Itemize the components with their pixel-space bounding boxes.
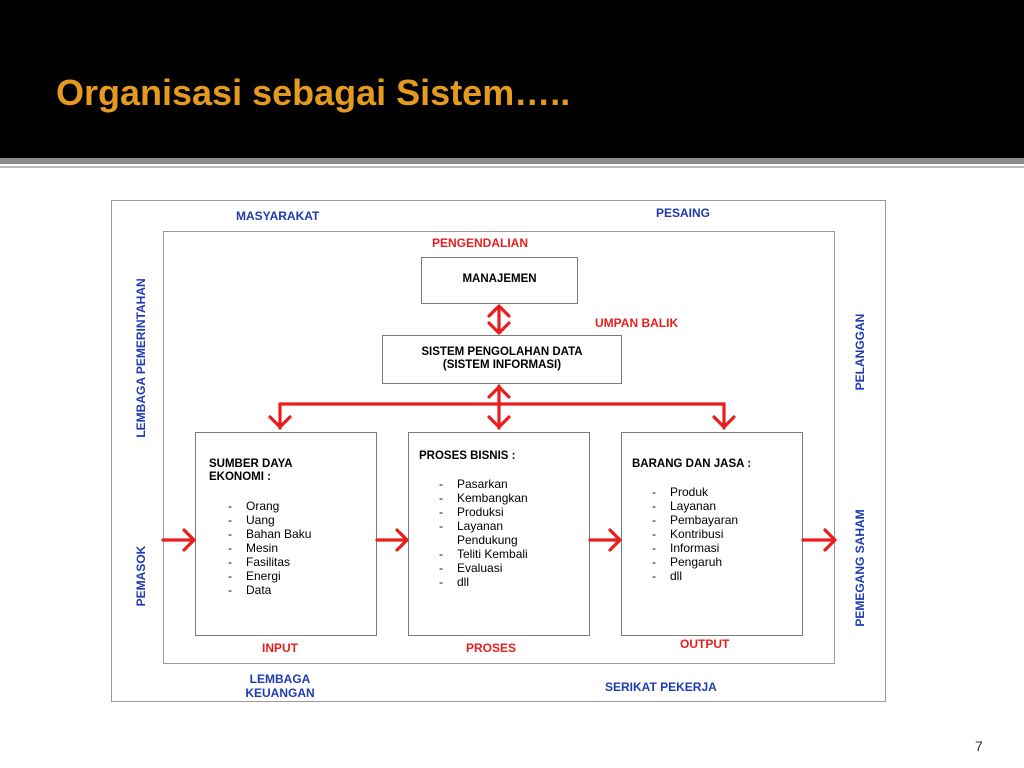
manajemen-box: MANAJEMEN (421, 257, 578, 304)
proses-bisnis-title: PROSES BISNIS : (419, 450, 516, 462)
list-item: -Uang (228, 513, 275, 527)
label-lembaga-keuangan: LEMBAGA KEUANGAN (245, 672, 315, 700)
sumber-daya-list: -Orang-Uang-Bahan Baku-Mesin-Fasilitas-E… (228, 499, 311, 597)
label-serikat-pekerja: SERIKAT PEKERJA (605, 680, 717, 694)
list-item: -Layanan (439, 519, 504, 533)
list-item: -Evaluasi (439, 561, 503, 575)
list-item: -Informasi (652, 541, 720, 555)
label-pengendalian: PENGENDALIAN (432, 236, 529, 250)
feedback-arrow-up-head (487, 304, 511, 318)
pemasok-to-input-head (182, 528, 196, 552)
list-item: -Fasilitas (228, 555, 291, 569)
info-to-output-head (712, 415, 736, 429)
list-item: -Bahan Baku (228, 527, 312, 541)
list-item: Pendukung (457, 533, 518, 547)
organization-frame (163, 231, 835, 664)
sistem-pengolahan-data-label: SISTEM PENGOLAHAN DATA (421, 346, 583, 358)
label-masyarakat: MASYARAKAT (236, 209, 320, 223)
list-item: -Orang (228, 499, 280, 513)
sumber-daya-title-2: EKONOMI : (209, 471, 271, 483)
label-input: INPUT (262, 641, 298, 655)
label-proses: PROSES (466, 641, 517, 655)
barang-jasa-list: -Produk-Layanan-Pembayaran-Kontribusi-In… (652, 485, 738, 583)
barang-jasa-box: BARANG DAN JASA : -Produk-Layanan-Pembay… (621, 432, 803, 636)
sistem-informasi-label: (SISTEM INFORMASI) (442, 359, 562, 371)
label-output: OUTPUT (680, 637, 730, 651)
slide-title: Organisasi sebagai Sistem….. (56, 72, 571, 113)
page-number: 7 (975, 738, 983, 754)
list-item: -Produk (652, 485, 709, 499)
label-umpan-balik: UMPAN BALIK (595, 316, 679, 330)
list-item: -Pembayaran (652, 513, 739, 527)
header-divider-thin (0, 166, 1024, 168)
list-item: -Mesin (228, 541, 279, 555)
header-divider (0, 158, 1024, 164)
proses-to-output-head (608, 528, 622, 552)
manajemen-label: MANAJEMEN (462, 273, 537, 285)
list-item: -dll (652, 569, 683, 583)
sumber-daya-title: SUMBER DAYA (209, 458, 293, 470)
list-item: -Kontribusi (652, 527, 724, 541)
list-item: -dll (439, 575, 470, 589)
list-item: -Pengaruh (652, 555, 723, 569)
input-to-proses-head (395, 528, 409, 552)
list-item: -Energi (228, 569, 281, 583)
info-to-input-head (268, 415, 292, 429)
sumber-daya-box: SUMBER DAYA EKONOMI : -Orang-Uang-Bahan … (195, 432, 377, 636)
list-item: -Layanan (652, 499, 717, 513)
list-item: -Teliti Kembali (439, 547, 528, 561)
info-to-proses-head (487, 415, 511, 429)
proses-bisnis-box: PROSES BISNIS : -Pasarkan-Kembangkan-Pro… (408, 432, 590, 636)
slide-header (0, 0, 1024, 158)
list-item: -Produksi (439, 505, 504, 519)
environment-frame (111, 200, 886, 702)
list-item: -Kembangkan (439, 491, 528, 505)
output-to-pelanggan-head (823, 528, 837, 552)
barang-jasa-title: BARANG DAN JASA : (632, 458, 752, 470)
list-item: -Data (228, 583, 272, 597)
sistem-informasi-box: SISTEM PENGOLAHAN DATA (SISTEM INFORMASI… (382, 335, 622, 384)
info-up-head (487, 385, 511, 399)
label-pesaing: PESAING (656, 206, 711, 220)
list-item: -Pasarkan (439, 477, 508, 491)
feedback-arrow-down-head (487, 321, 511, 335)
